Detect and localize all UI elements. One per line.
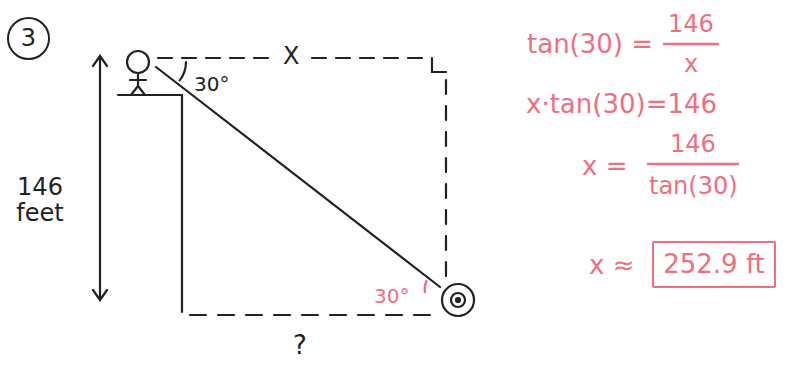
height-arrow — [99, 56, 101, 300]
equation-holder: x ≈ — [589, 251, 634, 280]
vertical-line — [445, 80, 447, 280]
target — [442, 284, 474, 316]
angle-arc — [180, 62, 186, 80]
ground-line — [190, 314, 440, 316]
person-leg — [131, 86, 138, 95]
answer-box-text: 252.9 ft — [663, 250, 765, 279]
sight-line — [158, 57, 270, 59]
equation-holder: tan(30) = — [527, 30, 653, 59]
arrow-head — [93, 290, 107, 300]
equation: x ≈ — [589, 251, 634, 280]
person-head — [127, 51, 149, 73]
building-wall — [181, 95, 183, 312]
equation: tan(30) = — [527, 30, 653, 59]
unknown-label: ? — [293, 331, 307, 360]
depression-line — [156, 67, 440, 287]
right-angle-mark — [432, 58, 446, 72]
height-label: 146 feet — [8, 174, 72, 227]
denominator-holder: tan(30) — [649, 173, 738, 199]
denominator: tan(30) — [649, 173, 738, 199]
angle-label: 30° — [194, 73, 229, 95]
fraction-bar — [664, 43, 718, 45]
side-label: X — [279, 43, 303, 69]
problem-number: 3 — [7, 17, 50, 60]
building-top — [118, 94, 182, 96]
sight-line — [312, 57, 428, 59]
equation: x·tan(30)=146 — [526, 90, 717, 119]
equation: x = — [582, 152, 627, 181]
answer-box: 252.9 ft — [652, 241, 776, 288]
denominator-holder: x — [684, 51, 698, 77]
angle-label-holder: 30° — [194, 73, 229, 95]
equation-holder: x·tan(30)=146 — [526, 90, 717, 119]
numerator: 146 — [668, 11, 714, 37]
height-label-holder: 146 feet — [8, 174, 72, 227]
unknown-label-holder: ? — [293, 331, 307, 360]
side-label-holder: X — [279, 43, 303, 69]
angle-arc — [425, 281, 427, 292]
numerator-holder: 146 — [670, 131, 716, 157]
equation-holder: x = — [582, 152, 627, 181]
problem-number-text: 3 — [21, 25, 36, 51]
person-leg — [138, 86, 145, 95]
person-arms — [130, 79, 146, 81]
target — [451, 293, 465, 307]
numerator: 146 — [670, 131, 716, 157]
angle-label: 30° — [374, 285, 409, 307]
denominator: x — [684, 51, 698, 77]
angle-label-holder: 30° — [374, 285, 409, 307]
numerator-holder: 146 — [668, 11, 714, 37]
arrow-head — [93, 56, 107, 66]
target — [456, 298, 460, 302]
fraction-bar — [648, 163, 738, 165]
